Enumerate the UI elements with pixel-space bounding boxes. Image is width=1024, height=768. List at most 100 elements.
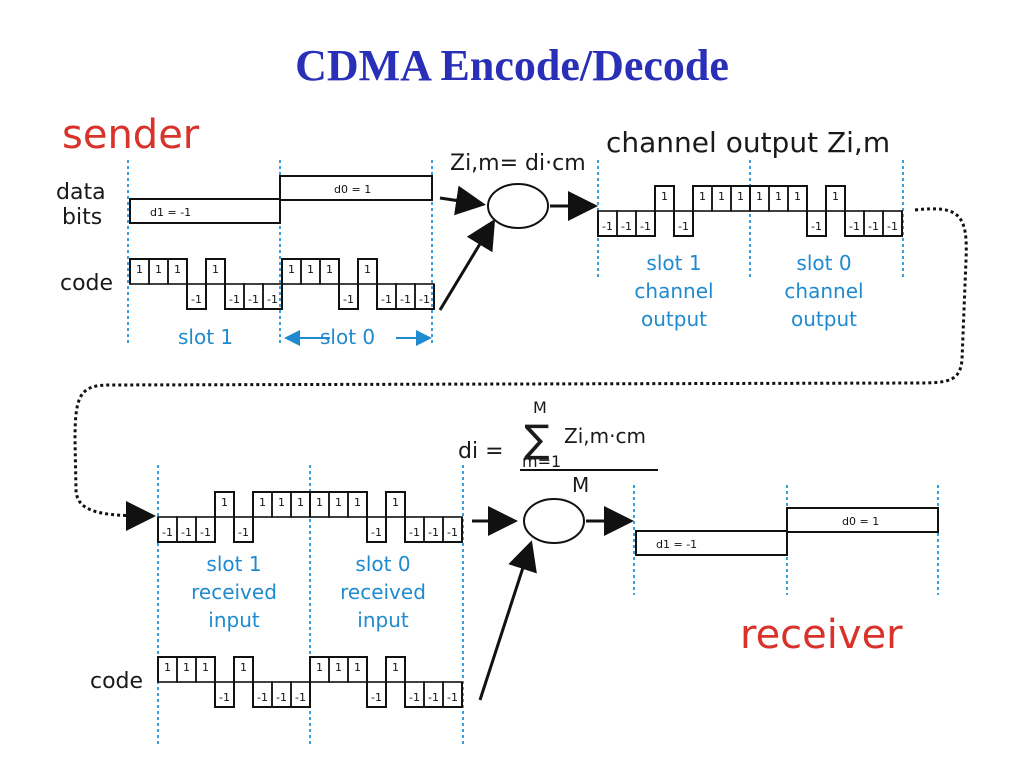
decoded-d1-label: d1 = -1 <box>656 538 697 551</box>
chip-waveform <box>281 258 435 310</box>
chip-value: -1 <box>887 220 898 233</box>
chip-value: 1 <box>155 263 162 276</box>
chip-value: -1 <box>640 220 651 233</box>
chip-value: -1 <box>447 526 458 539</box>
code-to-multiplier-arrow <box>438 218 496 311</box>
channel-slot1-line1: slot 1 <box>646 251 701 275</box>
chip-value: 1 <box>316 661 323 674</box>
data-bit-d1-label: d1 = -1 <box>150 206 191 219</box>
channel-slot1-line2: channel <box>634 279 713 303</box>
chip-value: 1 <box>202 661 209 674</box>
chip-value: 1 <box>832 190 839 203</box>
received-slot1-line3: input <box>208 608 260 632</box>
chip-value: 1 <box>212 263 219 276</box>
chip-value: -1 <box>419 293 430 306</box>
chip-waveform <box>749 185 903 237</box>
page-title: CDMA Encode/Decode <box>295 41 729 90</box>
chip-value: -1 <box>428 526 439 539</box>
chip-value: -1 <box>248 293 259 306</box>
received-slot0-line2: received <box>340 580 426 604</box>
decode-formula-lhs: di = <box>458 439 504 464</box>
received-slot1-line2: received <box>191 580 277 604</box>
chip-waveform <box>309 656 463 708</box>
chip-value: 1 <box>240 661 247 674</box>
chip-value: 1 <box>136 263 143 276</box>
chip-waveform <box>309 491 463 543</box>
chip-value: -1 <box>381 293 392 306</box>
chip-value: -1 <box>849 220 860 233</box>
channel-slot1-line3: output <box>641 307 707 331</box>
channel-slot0-line1: slot 0 <box>796 251 851 275</box>
sender-label: sender <box>62 112 200 158</box>
chip-value: -1 <box>811 220 822 233</box>
chip-value: -1 <box>678 220 689 233</box>
chip-value: 1 <box>174 263 181 276</box>
decoded-d0-box <box>786 507 939 533</box>
receiver-label: receiver <box>740 612 903 658</box>
channel-slot0-line2: channel <box>784 279 863 303</box>
data-to-multiplier-arrow <box>439 185 486 216</box>
data-bit-d0-box <box>279 175 433 201</box>
chip-value: -1 <box>602 220 613 233</box>
chip-value: -1 <box>371 691 382 704</box>
chip-value: -1 <box>257 691 268 704</box>
chip-value: 1 <box>221 496 228 509</box>
sender-code-label: code <box>60 271 113 296</box>
chip-value: 1 <box>354 496 361 509</box>
chip-value: 1 <box>354 661 361 674</box>
sender-slot1-label: slot 1 <box>178 325 233 349</box>
chip-value: 1 <box>278 496 285 509</box>
chip-value: -1 <box>200 526 211 539</box>
chip-value: 1 <box>737 190 744 203</box>
chip-value: 1 <box>335 661 342 674</box>
decode-sum-top: M <box>533 398 547 417</box>
chip-value: 1 <box>794 190 801 203</box>
chip-value: -1 <box>343 293 354 306</box>
chip-value: 1 <box>756 190 763 203</box>
chip-value: 1 <box>326 263 333 276</box>
chip-value: -1 <box>219 691 230 704</box>
chip-value: -1 <box>447 691 458 704</box>
chip-value: 1 <box>661 190 668 203</box>
chip-value: 1 <box>392 661 399 674</box>
chip-waveform <box>157 656 311 708</box>
chip-value: -1 <box>409 691 420 704</box>
channel-slot0-line3: output <box>791 307 857 331</box>
channel-to-receiver-connector <box>73 207 968 531</box>
decoded-d0-label: d0 = 1 <box>842 515 879 528</box>
data-bits-label-2: bits <box>62 205 102 230</box>
decode-sum-sigma: ∑ <box>524 417 550 461</box>
decoder-multiplier <box>523 498 585 544</box>
data-bits-label-1: data <box>56 180 106 205</box>
chip-value: -1 <box>238 526 249 539</box>
received-slot1-line1: slot 1 <box>206 552 261 576</box>
chip-value: 1 <box>259 496 266 509</box>
decode-denominator: M <box>572 473 589 497</box>
chip-value: -1 <box>428 691 439 704</box>
chip-value: 1 <box>288 263 295 276</box>
data-bit-d1-box <box>129 198 281 224</box>
chip-value: -1 <box>295 691 306 704</box>
chip-value: 1 <box>775 190 782 203</box>
chip-value: -1 <box>409 526 420 539</box>
chip-value: -1 <box>621 220 632 233</box>
code-to-decoder-arrow <box>478 540 537 701</box>
encoder-multiplier <box>487 183 549 229</box>
encode-formula: Zi,m= di·cm <box>450 151 586 176</box>
chip-value: 1 <box>316 496 323 509</box>
sender-slot0-label: slot 0 <box>320 325 375 349</box>
received-slot0-line3: input <box>357 608 409 632</box>
chip-value: -1 <box>229 293 240 306</box>
chip-value: 1 <box>699 190 706 203</box>
data-bit-d0-label: d0 = 1 <box>334 183 371 196</box>
received-slot0-line1: slot 0 <box>355 552 410 576</box>
decode-sum-body: Zi,m·cm <box>564 424 646 448</box>
chip-value: -1 <box>400 293 411 306</box>
chip-value: 1 <box>335 496 342 509</box>
chip-value: -1 <box>181 526 192 539</box>
